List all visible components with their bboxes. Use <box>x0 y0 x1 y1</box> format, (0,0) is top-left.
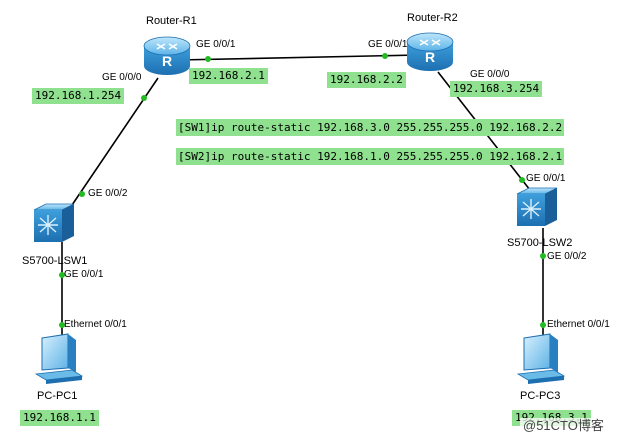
port-dot <box>141 95 147 101</box>
svg-text:R: R <box>425 49 435 65</box>
device-label-lsw1: S5700-LSW1 <box>22 255 88 267</box>
device-label-pc3: PC-PC3 <box>520 390 561 402</box>
port-dot <box>519 177 525 183</box>
pc-icon[interactable] <box>516 333 566 384</box>
port-dot <box>540 322 546 328</box>
route-command-sw1: [SW1]ip route-static 192.168.3.0 255.255… <box>176 119 565 136</box>
ip-label-r1-wan: 192.168.2.1 <box>189 68 268 84</box>
switch-icon[interactable] <box>516 187 558 226</box>
port-label: GE 0/0/2 <box>547 251 587 262</box>
port-label: Ethernet 0/0/1 <box>64 319 127 330</box>
device-label-pc1: PC-PC1 <box>37 390 78 402</box>
ip-label-r2-wan: 192.168.2.2 <box>327 72 406 88</box>
port-dot <box>540 253 546 259</box>
router-icon[interactable]: R <box>406 32 454 71</box>
port-label: GE 0/0/1 <box>368 39 408 50</box>
port-dot <box>382 53 388 59</box>
route-command-sw2: [SW2]ip route-static 192.168.1.0 255.255… <box>176 148 565 165</box>
port-label: GE 0/0/2 <box>88 188 128 199</box>
port-label: GE 0/0/0 <box>102 72 142 83</box>
port-label: GE 0/0/1 <box>64 269 104 280</box>
svg-text:R: R <box>162 53 172 69</box>
port-dot <box>59 322 65 328</box>
ip-label-r1-lan: 192.168.1.254 <box>32 88 125 104</box>
device-label-r1: Router-R1 <box>146 15 197 27</box>
link-r1-r2 <box>177 54 419 61</box>
port-dot <box>205 56 211 62</box>
router-icon[interactable]: R <box>143 36 191 75</box>
port-label: GE 0/0/1 <box>196 39 236 50</box>
ip-label-r2-lan: 192.168.3.254 <box>450 81 543 97</box>
ip-label-pc1: 192.168.1.1 <box>20 410 99 426</box>
pc-icon[interactable] <box>34 333 84 384</box>
port-label: GE 0/0/1 <box>526 173 566 184</box>
port-dot <box>59 272 65 278</box>
watermark: @51CTO博客 <box>520 418 607 434</box>
port-label: GE 0/0/0 <box>470 69 510 80</box>
port-label: Ethernet 0/0/1 <box>547 319 610 330</box>
switch-icon[interactable] <box>33 203 75 242</box>
device-label-r2: Router-R2 <box>407 12 458 24</box>
device-label-lsw2: S5700-LSW2 <box>507 237 573 249</box>
port-dot <box>79 191 85 197</box>
